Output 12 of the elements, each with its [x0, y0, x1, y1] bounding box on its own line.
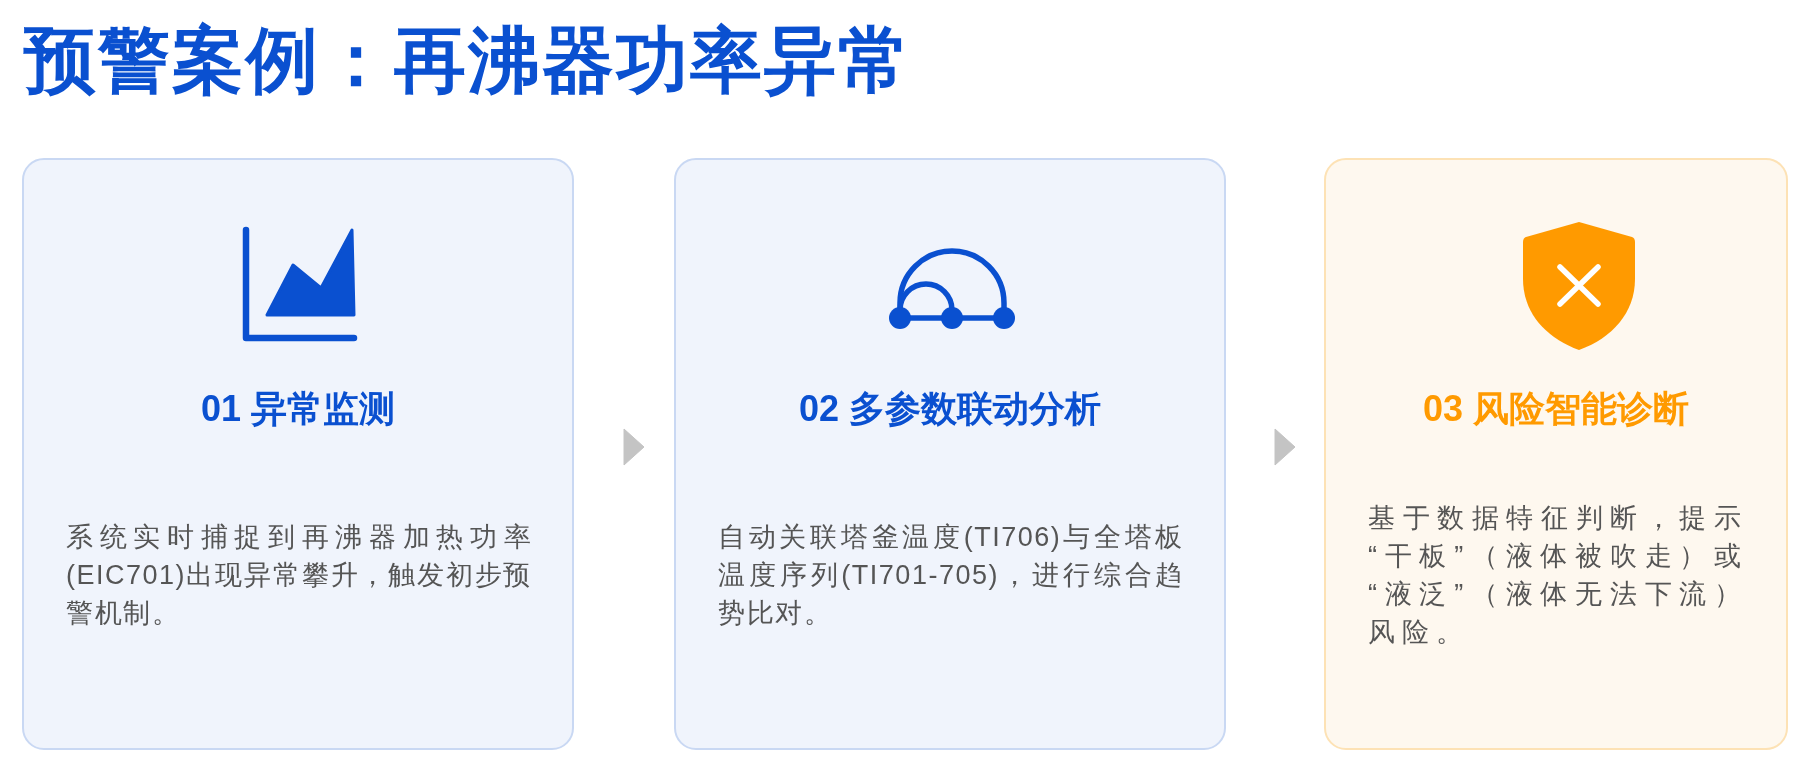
step-description: 系统实时捕捉到再沸器加热功率(EIC701)出现异常攀升，触发初步预警机制。	[66, 521, 532, 630]
step-card	[674, 158, 1226, 750]
step-card	[1324, 158, 1788, 750]
step-title: 03 风险智能诊断	[1423, 388, 1689, 430]
page-title: 预警案例：再沸器功率异常	[24, 19, 912, 102]
step-card	[22, 158, 574, 750]
step-description: 自动关联塔釜温度(TI706)与全塔板温度序列(TI701-705)，进行综合趋势比对。	[718, 521, 1184, 630]
arrow	[623, 428, 645, 466]
step-title: 01 异常监测	[201, 388, 395, 430]
step-title: 02 多参数联动分析	[799, 388, 1101, 430]
step-description: 基于数据特征判断，提示“干板”（液体被吹走）或“液泛”（液体无法下流）风险。	[1368, 502, 1748, 649]
arrow	[1274, 428, 1296, 466]
